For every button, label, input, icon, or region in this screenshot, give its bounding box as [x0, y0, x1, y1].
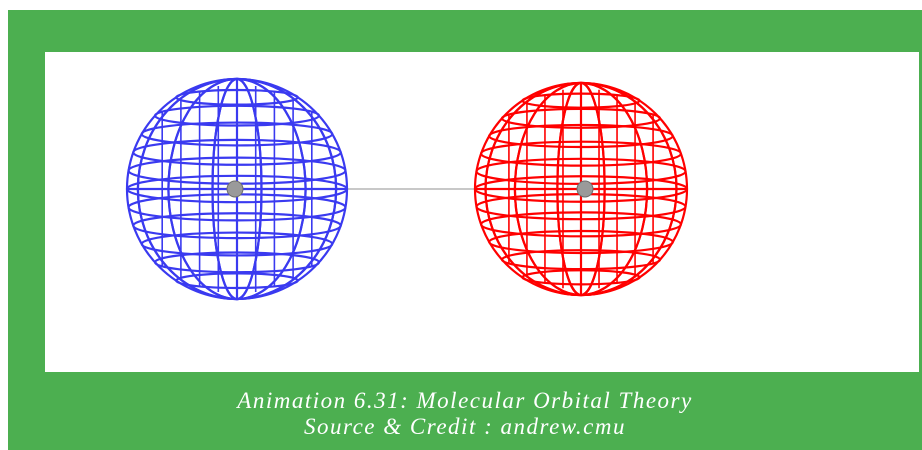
- molecule-diagram: [125, 77, 689, 301]
- left-nucleus-icon: [226, 180, 244, 198]
- figure-caption: Animation 6.31: Molecular Orbital Theory…: [8, 388, 922, 440]
- caption-title: Animation 6.31: Molecular Orbital Theory: [237, 388, 693, 413]
- caption-credit: Source & Credit : andrew.cmu: [304, 414, 626, 439]
- left-orbital-sphere-icon: [125, 77, 349, 301]
- animation-canvas: [45, 52, 919, 372]
- right-nucleus-icon: [576, 180, 594, 198]
